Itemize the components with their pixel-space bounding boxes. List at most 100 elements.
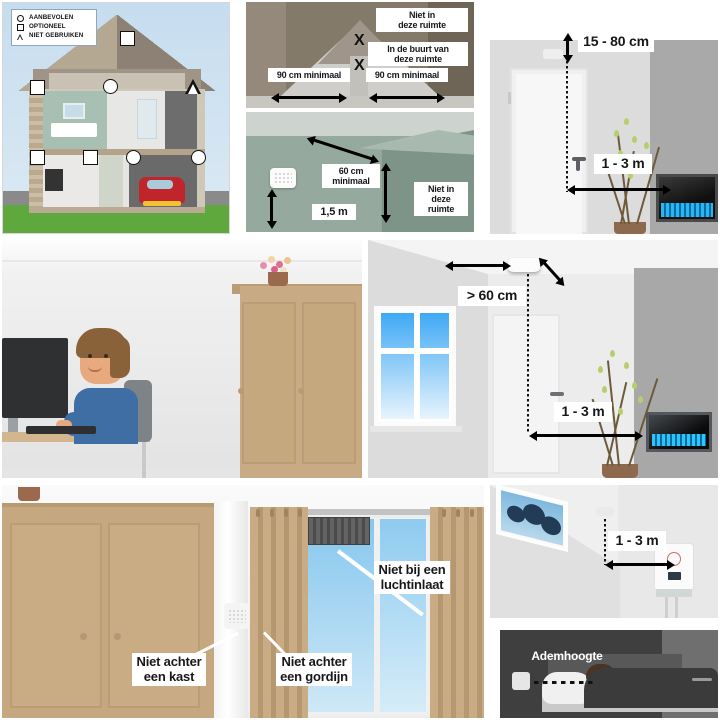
arrow-1-5m xyxy=(270,196,273,222)
attic-floor xyxy=(246,96,474,108)
smoke-detector-wall xyxy=(270,168,296,188)
fireplace xyxy=(646,412,712,452)
label-left-90cm: 90 cm minimaal xyxy=(268,68,350,83)
plant-leaf xyxy=(598,366,603,373)
flower xyxy=(271,266,278,273)
computer-monitor xyxy=(2,338,68,418)
smoke-detector-ceiling-attic xyxy=(596,507,614,516)
room-bedroom xyxy=(37,91,107,149)
flower xyxy=(284,257,291,264)
boiler-pipe xyxy=(675,597,678,618)
house-marker-landing-left xyxy=(30,80,45,95)
window-mullion-horizontal xyxy=(381,348,449,355)
car xyxy=(139,177,185,206)
house-marker-garage xyxy=(191,150,206,165)
cross-mark-top: X xyxy=(354,32,365,49)
alignment-dotted-line xyxy=(566,46,568,192)
flower xyxy=(260,262,267,269)
label-1-3m-boiler: 1 - 3 m xyxy=(608,531,666,551)
duvet xyxy=(584,668,718,708)
door-hinge xyxy=(508,92,511,104)
curtain-right xyxy=(430,507,484,718)
fireplace xyxy=(656,174,718,222)
cabinet-knob xyxy=(238,388,244,394)
curtain-ring xyxy=(470,509,474,517)
label-not-in-this-space: Niet in deze ruimte xyxy=(376,8,468,33)
panel-attic-ridge: X X Niet in deze ruimte In de buurt van … xyxy=(246,2,474,108)
arrow-1-3m xyxy=(574,188,664,191)
window-mullion-vertical xyxy=(413,313,420,419)
plant-leaf xyxy=(624,118,629,125)
cabinet-door-left xyxy=(242,302,296,464)
ceiling-line xyxy=(2,260,362,262)
bed xyxy=(51,123,97,137)
label-near-this-space: In de buurt van deze ruimte xyxy=(368,42,468,67)
plant-leaf xyxy=(602,386,607,393)
person-eye xyxy=(88,354,92,358)
television xyxy=(45,169,63,191)
plant-leaf xyxy=(614,130,619,137)
curtain-ring xyxy=(270,509,274,517)
door-lock xyxy=(576,157,580,171)
detector-vent-grid xyxy=(274,172,292,184)
flower-pot xyxy=(18,487,40,501)
curtain-ring xyxy=(256,509,260,517)
house-marker-bathroom xyxy=(185,79,201,94)
window-sill xyxy=(370,426,462,432)
curtain-ring xyxy=(456,509,460,517)
alignment-dotted-line xyxy=(604,519,606,565)
panel-obstructions: Niet achter een kast Niet achter een gor… xyxy=(2,485,484,718)
flower-bouquet xyxy=(258,256,296,276)
cross-mark-lower: X xyxy=(354,57,365,74)
arrow-block-height xyxy=(384,170,387,216)
smoke-detector-behind-cabinet xyxy=(224,603,250,629)
door xyxy=(516,74,582,234)
person-hand xyxy=(56,420,72,430)
cabinet-door-right xyxy=(302,302,356,464)
label-15-80cm: 15 - 80 cm xyxy=(578,32,654,52)
keyboard xyxy=(26,426,96,434)
plant-pot xyxy=(602,464,638,478)
panel-desk-breathing-height xyxy=(2,240,362,478)
panel-bedroom: Ademhoogte xyxy=(490,624,718,718)
ridge-column xyxy=(350,56,368,96)
fireplace-flames xyxy=(661,203,713,217)
smoke-detector-ceiling xyxy=(508,258,540,272)
label-breathing-height: Ademhoogte xyxy=(531,649,603,663)
boiler-display-panel xyxy=(668,572,681,580)
panel-ceiling-corner: 60 cm minimaal 1,5 m Niet in deze ruimte xyxy=(246,112,474,232)
label-not-at-air-inlet: Niet bij een luchtinlaat xyxy=(374,561,450,595)
label-1-3m-ceiling: 1 - 3 m xyxy=(554,402,612,422)
monitor-stand xyxy=(8,418,18,434)
shower-cabin xyxy=(137,99,157,139)
curtain-ring xyxy=(442,509,446,517)
cabinet-door-left xyxy=(10,523,102,708)
curtain-rail xyxy=(294,509,484,516)
legend-label-recommended: AANBEVOLEN xyxy=(29,14,74,21)
cabinet-knob xyxy=(298,388,304,394)
arrow-60cm-from-wall xyxy=(452,264,504,267)
plant xyxy=(580,336,659,478)
cabinet-knob xyxy=(80,633,87,640)
house-marker-landing xyxy=(103,79,118,94)
plant-leaf xyxy=(632,136,637,143)
plant-leaf xyxy=(638,396,643,403)
alignment-dotted-line xyxy=(527,274,529,434)
plant-leaf xyxy=(618,408,623,415)
legend-label-optional: OPTIONEEL xyxy=(29,22,66,30)
detector-vent-grid xyxy=(228,608,246,624)
circle-icon xyxy=(17,14,24,22)
desk-leg xyxy=(142,442,146,478)
panel-door-fireplace: 15 - 80 cm 1 - 3 m xyxy=(490,2,718,234)
panel-ceiling-mount: > 60 cm 1 - 3 m xyxy=(368,240,718,478)
legend-item-do-not-use: NIET GEBRUIKEN xyxy=(17,32,92,41)
foundation xyxy=(29,207,205,213)
legend-item-recommended: AANBEVOLEN xyxy=(17,14,92,23)
house-illustration xyxy=(19,11,215,213)
label-not-in-this-space-corner: Niet in deze ruimte xyxy=(414,182,468,217)
person-mouth xyxy=(88,366,102,372)
triangle-icon xyxy=(17,33,24,40)
window xyxy=(374,306,456,426)
flower xyxy=(280,267,287,274)
